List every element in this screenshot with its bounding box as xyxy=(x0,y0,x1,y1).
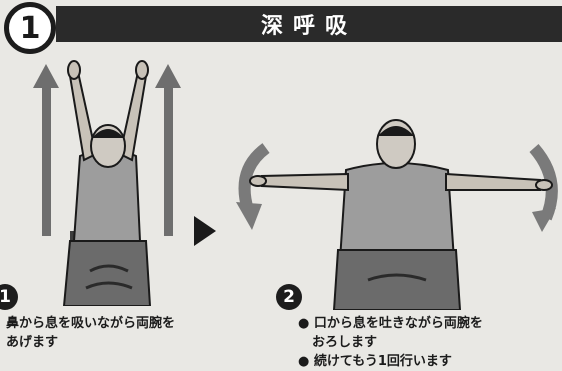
step-badge: 1 xyxy=(0,284,18,310)
caption-line: ● 口から息を吐きながら両腕を xyxy=(298,316,483,331)
caption-line: あげます xyxy=(6,335,59,350)
illustration-arms-lowering xyxy=(236,119,558,310)
header-banner: 1 深呼吸 xyxy=(0,0,562,56)
title-bar xyxy=(56,6,562,42)
circular-arrow-icon xyxy=(236,143,270,230)
exercise-title: 深呼吸 xyxy=(260,14,357,39)
up-arrow-icon xyxy=(155,64,181,236)
step-badge: 2 xyxy=(276,284,302,310)
up-arrow-icon xyxy=(33,64,59,236)
left-caption: 鼻から息を吸いながら両腕を あげます xyxy=(6,314,246,352)
illustration-arms-raised xyxy=(33,60,181,306)
caption-line: おろします xyxy=(312,335,378,350)
play-triangle-icon xyxy=(194,216,216,246)
caption-line: ● 続けてもう1回行います xyxy=(298,354,452,369)
caption-line: 鼻から息を吸いながら両腕を xyxy=(6,316,176,331)
right-caption: ● 口から息を吐きながら両腕を おろします ● 続けてもう1回行います xyxy=(298,314,558,371)
step-number-circle: 1 xyxy=(4,2,56,54)
